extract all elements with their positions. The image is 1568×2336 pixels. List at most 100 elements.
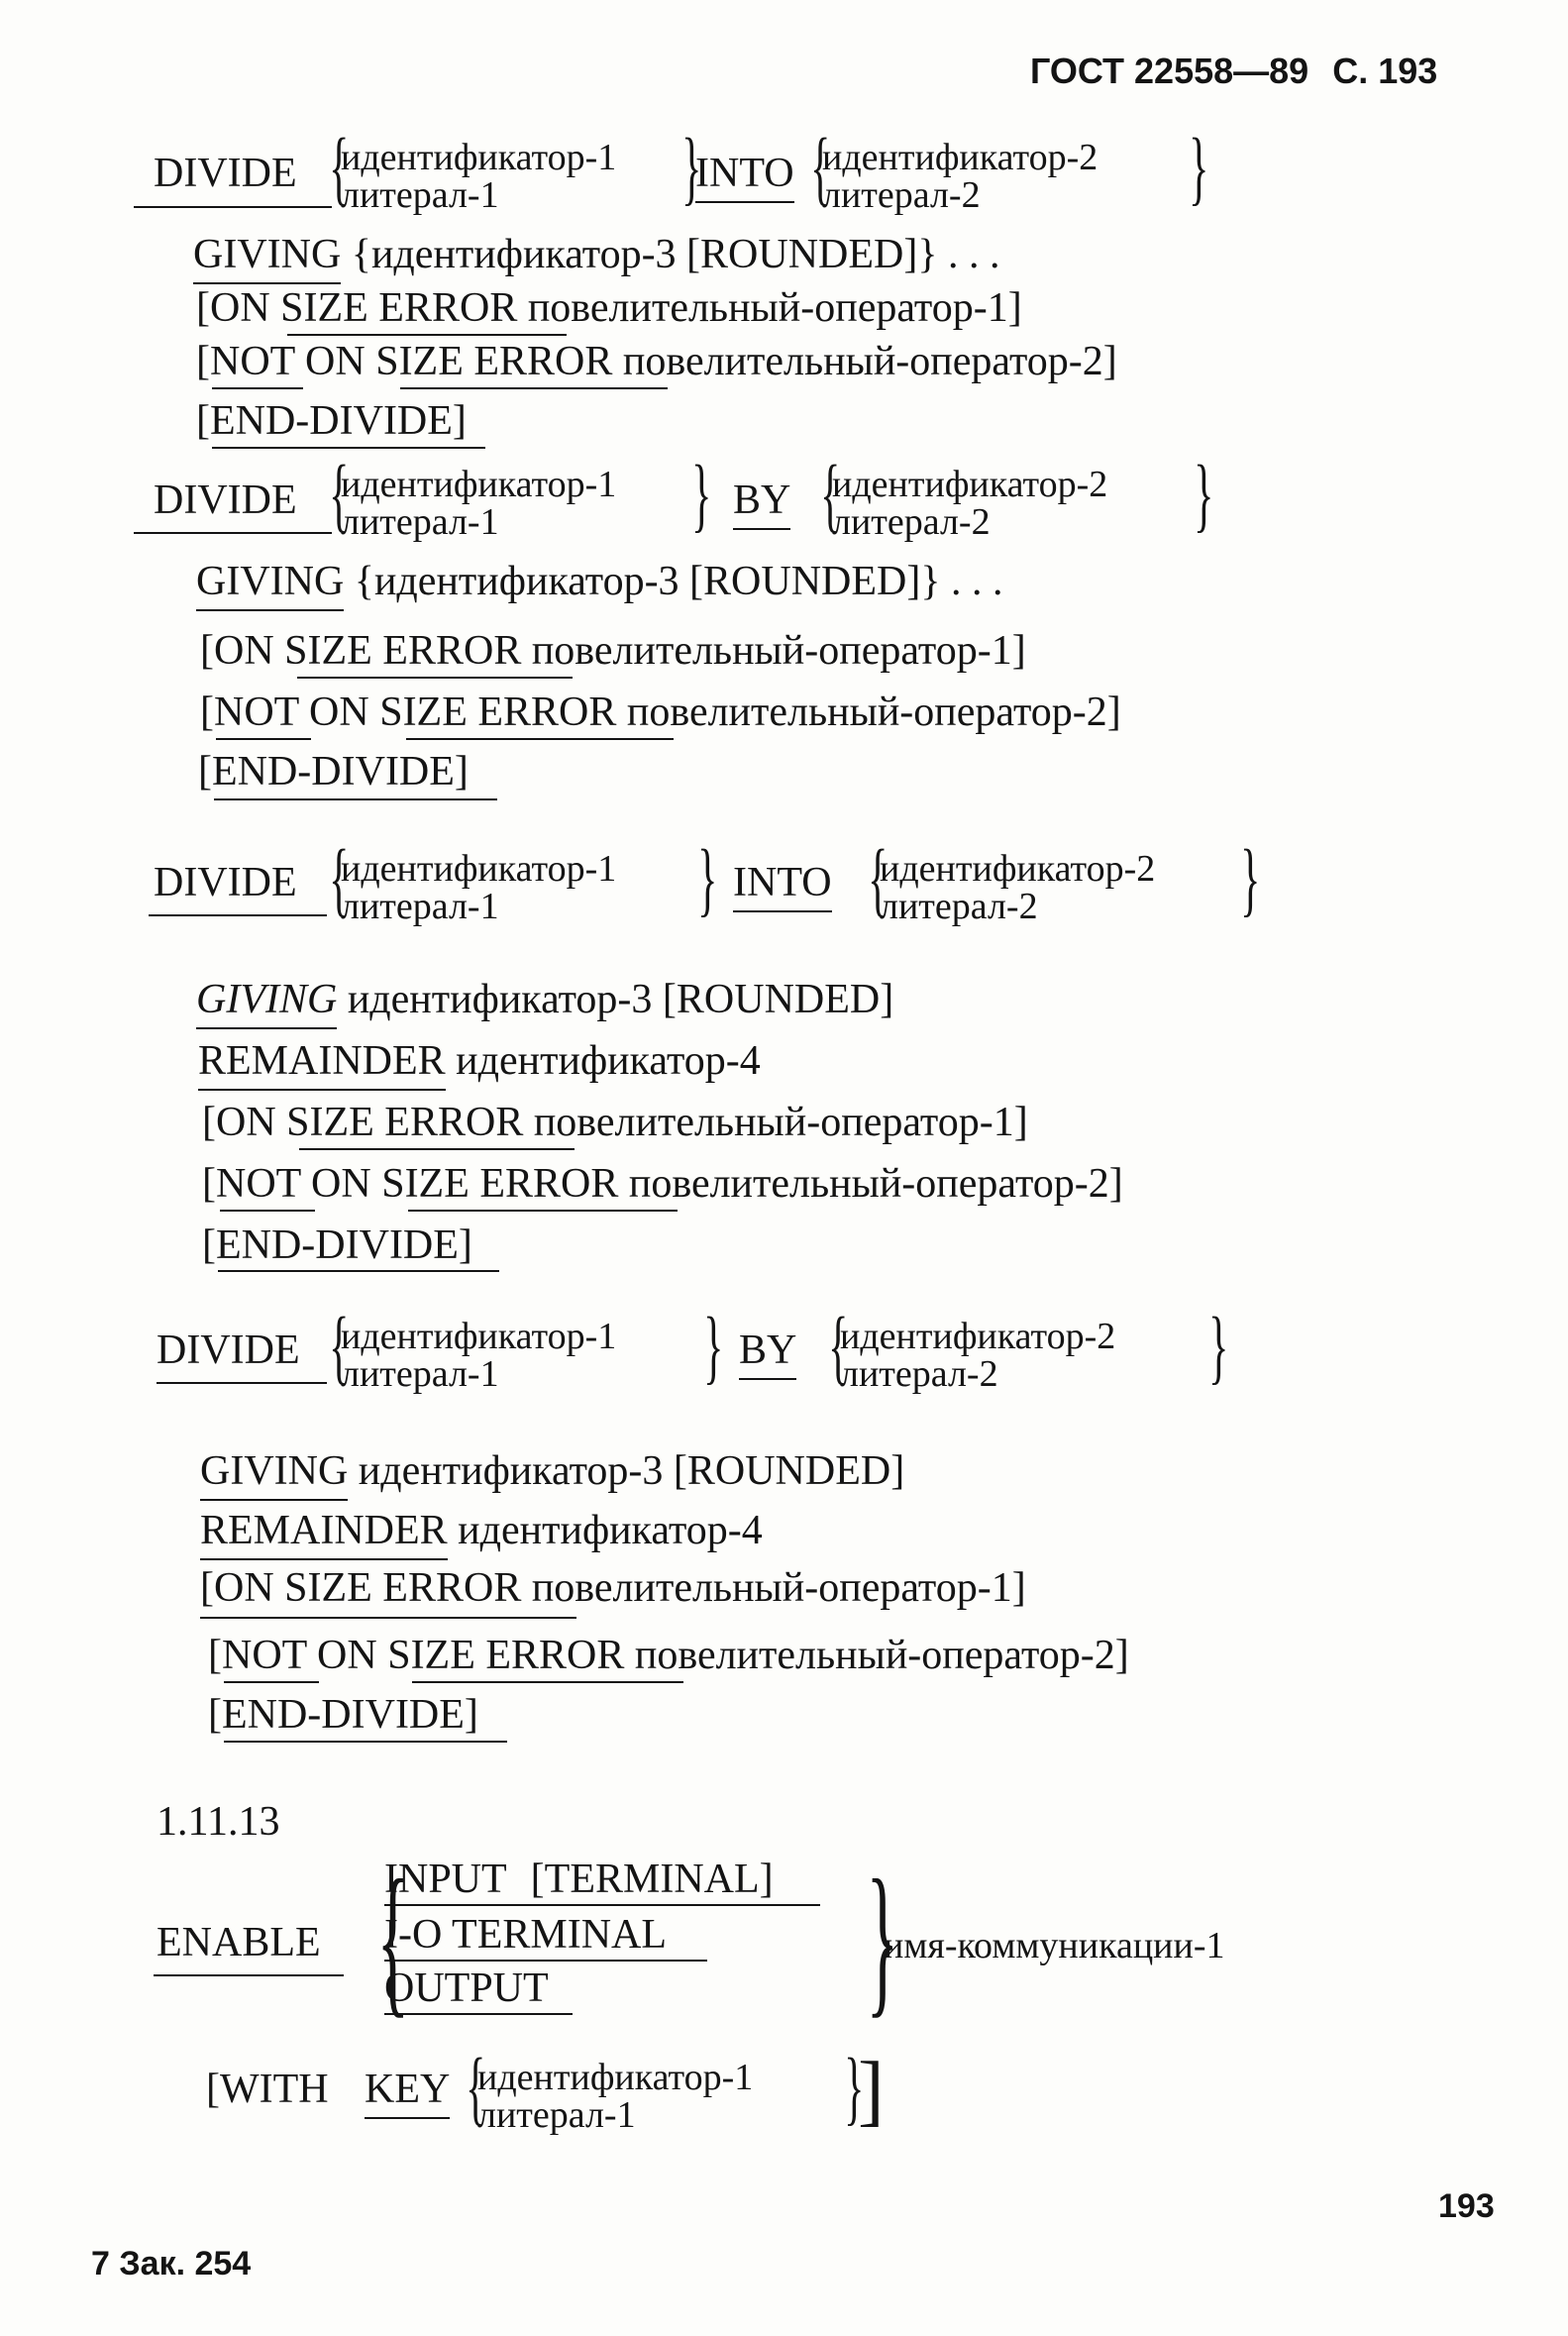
on-size-underline <box>287 334 567 336</box>
on-size-underline <box>299 1148 575 1150</box>
left-brace: { <box>810 122 831 214</box>
left-brace: { <box>329 833 350 925</box>
standard-code: ГОСТ 22558—89 <box>1030 51 1309 91</box>
operand-identifier: идентификатор-2 <box>880 848 1156 890</box>
left-brace: { <box>466 2042 486 2134</box>
not-on-size-error-clause: [NOT ON SIZE ERROR повелительный-операто… <box>202 1161 1123 1207</box>
right-brace: } <box>1194 449 1214 541</box>
by-keyword: BY <box>733 478 791 530</box>
divide-keyword: DIVIDE <box>154 478 297 523</box>
remainder-clause: REMAINDER идентификатор-4 <box>200 1508 763 1560</box>
operand-literal: литерал-1 <box>477 2094 636 2136</box>
right-brace: } <box>691 449 712 541</box>
size-error-underline <box>412 1681 683 1683</box>
right-brace: } <box>844 2042 865 2134</box>
operand-stack-2: идентификатор-2 литерал-2 <box>832 466 1107 541</box>
operand-identifier: идентификатор-2 <box>822 137 1098 178</box>
order-number: 7 Зак. 254 <box>91 2245 252 2283</box>
operand-identifier: идентификатор-2 <box>840 1316 1116 1357</box>
option-output: OUTPUT <box>384 1965 549 2011</box>
end-divide-clause: [END-DIVIDE] <box>208 1692 478 1738</box>
key-operand-stack: идентификатор-1 литерал-1 <box>477 2059 753 2134</box>
into-keyword: INTO <box>733 860 832 912</box>
end-divide-clause: [END-DIVIDE] <box>198 749 469 795</box>
size-error-underline <box>406 738 674 740</box>
end-divide-underline <box>212 447 485 449</box>
left-brace: { <box>329 122 350 214</box>
enable-underline <box>154 1974 344 1976</box>
enable-keyword: ENABLE <box>157 1920 321 1965</box>
operand-literal: литерал-1 <box>341 1353 499 1395</box>
operand-identifier: идентификатор-1 <box>341 848 617 890</box>
divide-underline <box>149 914 327 916</box>
page-header: ГОСТ 22558—89 С. 193 <box>1030 53 1437 89</box>
output-underline <box>384 2013 573 2015</box>
right-brace: } <box>866 1846 899 2032</box>
operand-identifier: идентификатор-1 <box>477 2057 754 2098</box>
end-divide-clause: [END-DIVIDE] <box>202 1222 472 1268</box>
operand-literal: литерал-2 <box>840 1353 998 1395</box>
operand-literal: литерал-2 <box>832 501 991 543</box>
communication-name: имя-коммуникации-1 <box>884 1925 1225 1966</box>
right-brace: } <box>681 122 702 214</box>
divide-keyword: DIVIDE <box>154 151 297 196</box>
operand-literal: литерал-1 <box>341 501 499 543</box>
not-on-size-error-clause: [NOT ON SIZE ERROR повелительный-операто… <box>200 690 1121 735</box>
on-size-underline <box>200 1617 576 1619</box>
operand-literal: литерал-1 <box>341 174 499 216</box>
operand-identifier: идентификатор-2 <box>832 464 1108 505</box>
right-brace: } <box>703 1301 724 1393</box>
operand-literal: литерал-2 <box>880 886 1038 927</box>
operand-literal: литерал-1 <box>341 886 499 927</box>
page-number: 193 <box>1438 2187 1495 2225</box>
not-underline <box>220 1210 315 1212</box>
divide-keyword: DIVIDE <box>154 860 297 905</box>
left-brace: { <box>820 449 841 541</box>
on-size-error-clause: [ON SIZE ERROR повелительный-оператор-1] <box>196 285 1022 331</box>
left-brace: { <box>828 1301 849 1393</box>
remainder-clause: REMAINDER идентификатор-4 <box>198 1038 761 1091</box>
size-error-underline <box>400 387 668 389</box>
not-on-size-error-clause: [NOT ON SIZE ERROR повелительный-операто… <box>208 1633 1129 1678</box>
left-brace: { <box>329 449 350 541</box>
left-brace: { <box>868 833 889 925</box>
size-error-underline <box>408 1210 678 1212</box>
on-size-error-clause: [ON SIZE ERROR повелительный-оператор-1] <box>200 1565 1026 1611</box>
operand-literal: литерал-2 <box>822 174 981 216</box>
giving-clause: GIVING идентификатор-3 [ROUNDED] <box>196 977 894 1029</box>
with-keyword: [WITH <box>206 2067 329 2112</box>
option-io-terminal: I-O TERMINAL <box>384 1912 668 1958</box>
right-brace: } <box>1189 122 1209 214</box>
key-keyword: KEY <box>365 2067 451 2119</box>
giving-clause: GIVING идентификатор-3 [ROUNDED] <box>200 1448 905 1501</box>
io-terminal-underline <box>384 1960 707 1962</box>
end-divide-underline <box>218 1270 499 1272</box>
not-on-size-error-clause: [NOT ON SIZE ERROR повелительный-операто… <box>196 339 1117 384</box>
left-brace: { <box>376 1846 410 2032</box>
section-number: 1.11.13 <box>157 1799 280 1845</box>
by-keyword: BY <box>739 1327 797 1380</box>
operand-identifier: идентификатор-1 <box>341 1316 617 1357</box>
on-size-error-clause: [ON SIZE ERROR повелительный-оператор-1] <box>202 1100 1028 1145</box>
operand-identifier: идентификатор-1 <box>341 137 617 178</box>
end-divide-underline <box>214 798 497 800</box>
giving-clause: GIVING {идентификатор-3 [ROUNDED]} . . . <box>196 559 1003 611</box>
end-divide-clause: [END-DIVIDE] <box>196 398 467 444</box>
not-underline <box>224 1681 319 1683</box>
operand-identifier: идентификатор-1 <box>341 464 617 505</box>
not-underline <box>212 387 303 389</box>
right-brace: } <box>1240 833 1261 925</box>
left-brace: { <box>329 1301 350 1393</box>
operand-stack-2: идентификатор-2 литерал-2 <box>880 850 1155 925</box>
divide-keyword: DIVIDE <box>157 1327 300 1373</box>
divide-underline <box>157 1382 327 1384</box>
into-keyword: INTO <box>695 151 794 203</box>
divide-underline <box>134 206 332 208</box>
operand-stack-1: идентификатор-1 литерал-1 <box>341 850 616 925</box>
option-input-terminal: INPUT[TERMINAL] <box>384 1857 774 1902</box>
operand-stack-1: идентификатор-1 литерал-1 <box>341 466 616 541</box>
operand-stack-2: идентификатор-2 литерал-2 <box>840 1318 1115 1393</box>
input-terminal-underline <box>384 1904 820 1906</box>
not-underline <box>216 738 311 740</box>
